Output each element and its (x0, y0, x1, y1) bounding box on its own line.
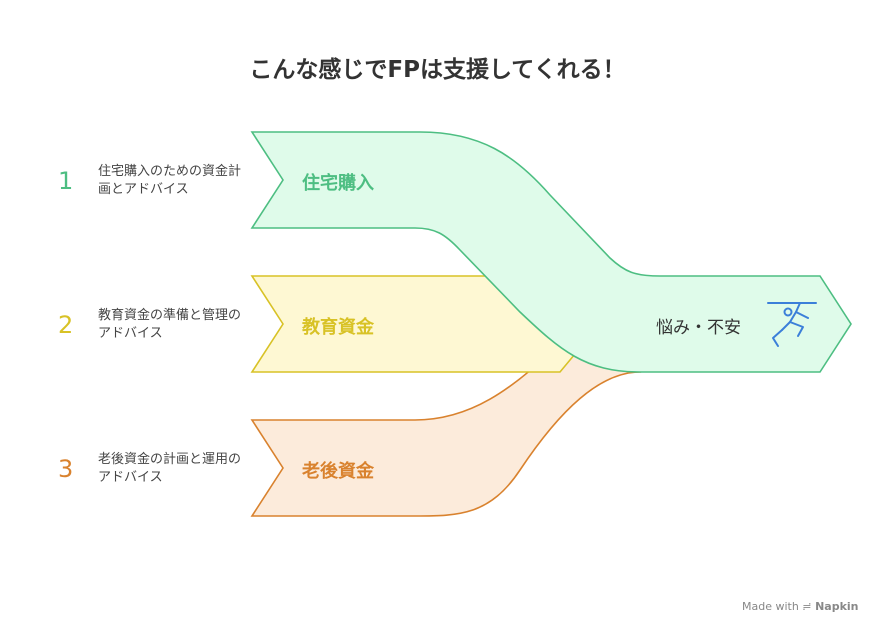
item-label-3: 老後資金 (302, 461, 374, 482)
person-climbing-icon (767, 302, 817, 347)
item-description-1: 住宅購入のための資金計画とアドバイス (98, 164, 242, 197)
flow-band-juutaku (250, 131, 852, 373)
made-with-text: Made with (742, 600, 799, 613)
item-label-1: 住宅購入 (302, 173, 374, 194)
item-description-2: 教育資金の準備と管理のアドバイス (98, 308, 242, 341)
item-number-1: 1 (58, 167, 74, 195)
item-number-2: 2 (58, 311, 74, 339)
page-title: こんな感じでFPは支援してくれる！ (249, 57, 626, 83)
item-label-2: 教育資金 (302, 317, 374, 338)
napkin-brand: Napkin (815, 600, 859, 613)
item-description-3: 老後資金の計画と運用のアドバイス (98, 452, 242, 485)
item-number-3: 3 (58, 455, 74, 483)
result-label: 悩み・不安 (656, 318, 741, 338)
made-with-credit[interactable]: Made with ≓ Napkin (742, 600, 858, 613)
napkin-logo-icon: ≓ (802, 600, 812, 613)
